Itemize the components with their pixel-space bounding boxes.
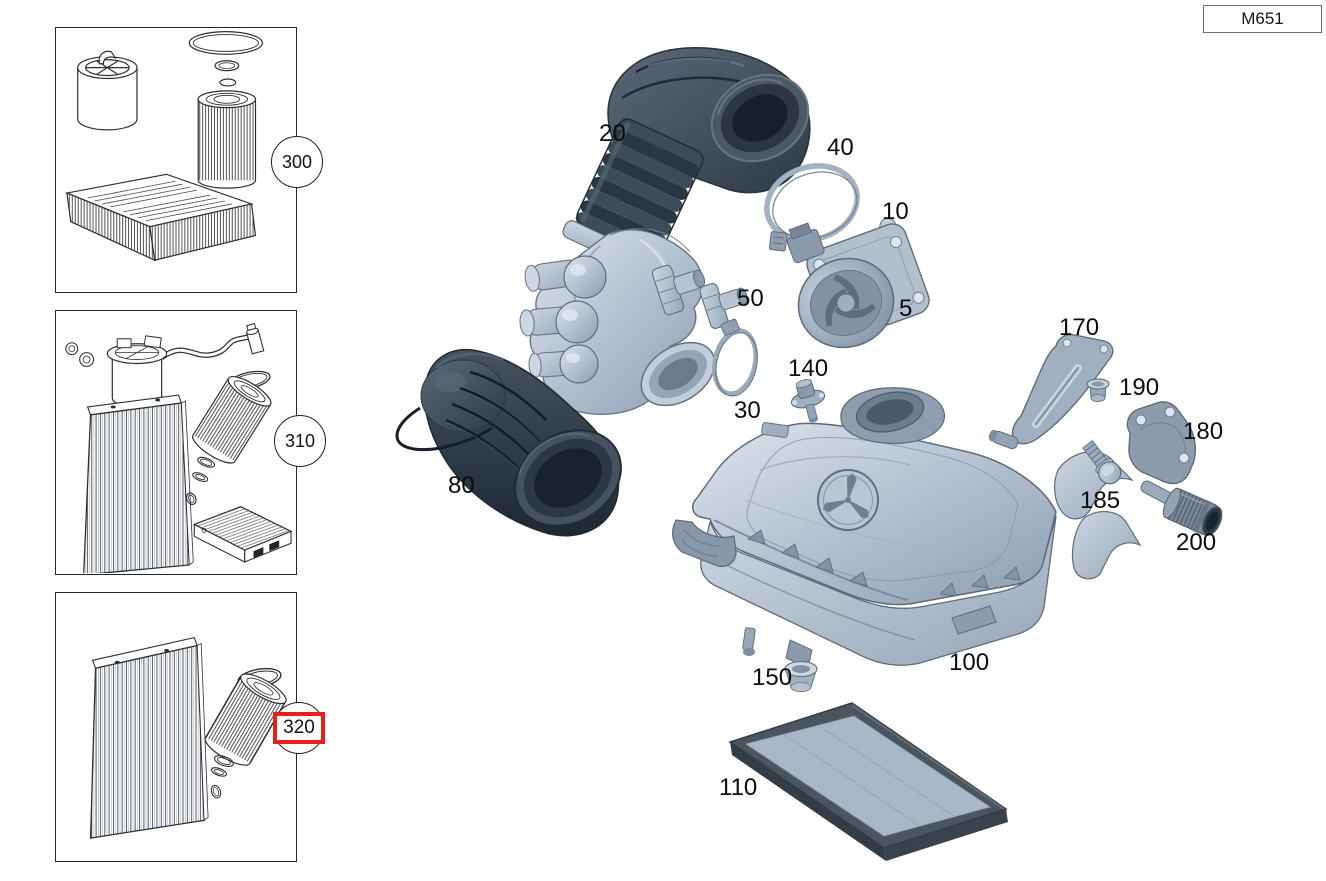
cabin-filter-drawing: [83, 394, 194, 573]
thumbnail-310[interactable]: [55, 310, 297, 575]
thumbnail-300-art: [64, 31, 264, 262]
oil-filter-cartridge-drawing: [204, 667, 287, 799]
thumbnail-badge-label: 310: [284, 430, 316, 452]
model-code-box: M651: [1203, 5, 1322, 33]
callout-150[interactable]: 150: [752, 664, 793, 691]
part-40-clamp[interactable]: [749, 155, 868, 256]
fuel-filter-drawing: [77, 50, 138, 131]
part-100-filter-housing[interactable]: [672, 386, 1142, 669]
callout-200[interactable]: 200: [1176, 529, 1217, 556]
part-200-bushing[interactable]: [1160, 485, 1227, 540]
callout-110[interactable]: 110: [719, 774, 758, 801]
callout-20[interactable]: 20: [599, 120, 626, 147]
part-20-intake-hose[interactable]: [519, 47, 823, 419]
callout-30[interactable]: 30: [734, 397, 761, 424]
thumbnail-310-art: [65, 322, 293, 573]
seal-rings-drawing: [188, 31, 264, 87]
part-50-elbow-connectors[interactable]: [651, 255, 754, 329]
box-air-filter-drawing: [192, 506, 293, 563]
model-code-label: M651: [1241, 9, 1284, 28]
part-150-grommet[interactable]: [784, 660, 818, 692]
part-180-bracket[interactable]: [1126, 401, 1196, 508]
thumbnail-badge-320[interactable]: 320: [273, 702, 325, 754]
part-185-bolt[interactable]: [1079, 438, 1125, 489]
thumbnail-badge-label-selected: 320: [273, 712, 325, 744]
thumbnail-badge-300[interactable]: 300: [271, 136, 323, 188]
thumbnail-320-art: [89, 636, 287, 839]
part-5-maf-sensor[interactable]: [783, 220, 932, 361]
part-110-filter-element[interactable]: [728, 702, 1008, 861]
callout-185[interactable]: 185: [1080, 487, 1121, 514]
thumbnail-300[interactable]: [55, 27, 297, 293]
callout-5[interactable]: 5: [899, 295, 913, 322]
oil-filter-cartridge-drawing: [186, 370, 272, 506]
thumbnail-badge-label: 300: [281, 151, 313, 173]
part-190-grommet[interactable]: [1086, 378, 1110, 402]
callout-40[interactable]: 40: [827, 134, 854, 161]
part-80-air-duct[interactable]: [395, 349, 639, 545]
part-140-sensor[interactable]: [787, 376, 831, 427]
thumbnail-badge-310[interactable]: 310: [274, 415, 326, 467]
callout-180[interactable]: 180: [1183, 418, 1224, 445]
callout-80[interactable]: 80: [448, 472, 475, 499]
callout-100[interactable]: 100: [949, 649, 990, 676]
panel-filter-drawing: [64, 173, 257, 262]
callout-10[interactable]: 10: [882, 198, 909, 225]
oil-filter-cartridge-drawing: [197, 90, 257, 189]
fuel-filter-hose-drawing: [65, 322, 265, 408]
callout-190[interactable]: 190: [1119, 374, 1160, 401]
mercedes-star-emblem: [817, 469, 879, 531]
callout-170[interactable]: 170: [1059, 314, 1100, 341]
cabin-filter-drawing: [89, 636, 209, 839]
callout-140[interactable]: 140: [788, 355, 829, 382]
part-170-bracket[interactable]: [987, 333, 1114, 450]
part-30-clamp[interactable]: [706, 316, 765, 400]
callout-50[interactable]: 50: [737, 285, 764, 312]
thumbnail-320[interactable]: [55, 592, 297, 862]
